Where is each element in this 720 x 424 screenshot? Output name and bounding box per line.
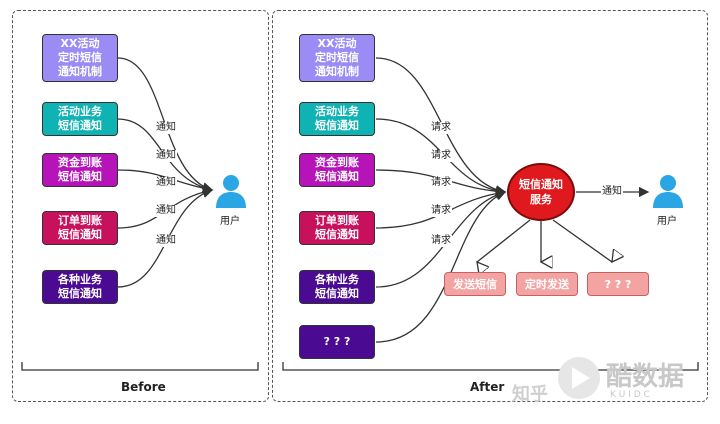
watermark-sub: K U I D C xyxy=(610,390,650,400)
before-panel xyxy=(12,10,269,402)
action-scheduled-send: 定时发送 xyxy=(516,272,578,296)
after-service-misc: 各种业务 短信通知 xyxy=(299,270,375,304)
before-service-activity: 活动业务 短信通知 xyxy=(42,102,118,136)
after-edge-label-2: 请求 xyxy=(430,150,452,162)
after-service-unknown: ? ? ? xyxy=(299,325,375,359)
after-user-icon xyxy=(653,175,683,208)
hub-to-action-3 xyxy=(552,219,612,262)
hub-to-action-1 xyxy=(477,219,531,262)
before-service-xx-activity: XX活动 定时短信 通知机制 xyxy=(42,34,118,82)
before-edge-label-5: 通知 xyxy=(155,235,177,247)
after-service-activity: 活动业务 短信通知 xyxy=(299,102,375,136)
watermark-brand: 酷数据 xyxy=(606,362,685,392)
before-service-order: 订单到账 短信通知 xyxy=(42,211,118,245)
action-send-sms: 发送短信 xyxy=(444,272,506,296)
watermark-zhihu: 知乎 xyxy=(512,384,548,405)
action-unknown: ? ? ? xyxy=(587,272,649,296)
before-service-misc: 各种业务 短信通知 xyxy=(42,270,118,304)
after-edge-label-4: 请求 xyxy=(430,205,452,217)
after-edge-label-3: 请求 xyxy=(430,177,452,189)
before-user-icon xyxy=(216,175,246,208)
after-edge-label-5: 请求 xyxy=(430,235,452,247)
before-edge-label-2: 通知 xyxy=(155,150,177,162)
after-service-funds: 资金到账 短信通知 xyxy=(299,153,375,187)
hub-to-user-label: 通知 xyxy=(601,186,623,198)
before-user-label: 用户 xyxy=(220,216,240,227)
before-caption: Before xyxy=(121,380,166,394)
before-service-funds: 资金到账 短信通知 xyxy=(42,153,118,187)
after-caption: After xyxy=(470,380,505,394)
after-user-label: 用户 xyxy=(657,216,677,227)
sms-notification-service-hub: 短信通知 服务 xyxy=(507,163,575,221)
after-service-order: 订单到账 短信通知 xyxy=(299,211,375,245)
watermark-logo-icon xyxy=(558,357,600,399)
before-edge-label-1: 通知 xyxy=(155,122,177,134)
before-edge-1 xyxy=(117,57,214,193)
after-edge-label-1: 请求 xyxy=(430,122,452,134)
after-panel xyxy=(272,10,708,402)
before-edge-label-4: 通知 xyxy=(155,205,177,217)
before-edge-label-3: 通知 xyxy=(155,177,177,189)
after-service-xx-activity: XX活动 定时短信 通知机制 xyxy=(299,34,375,82)
after-edge-1 xyxy=(375,57,507,196)
